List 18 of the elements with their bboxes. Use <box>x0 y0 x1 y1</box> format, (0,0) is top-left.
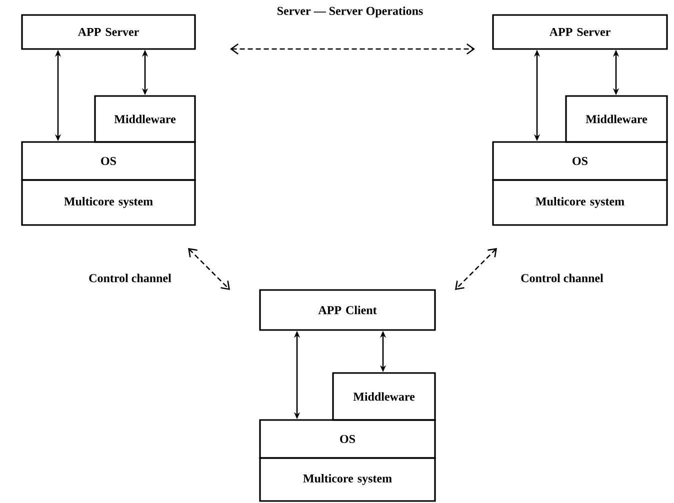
layer-box: Multicore system <box>259 457 436 502</box>
layer-box: APP Server <box>492 14 668 50</box>
layer-box: APP Client <box>259 289 436 331</box>
layer-box: OS <box>21 141 196 181</box>
layer-box: Multicore system <box>21 179 196 226</box>
edge-label: Server — Server Operations <box>276 6 424 18</box>
layer-box: OS <box>259 419 436 459</box>
layer-box: Middleware <box>332 372 436 421</box>
arrow <box>455 248 498 290</box>
layer-box: OS <box>492 141 668 181</box>
arrow <box>230 43 475 55</box>
layer-box: Middleware <box>94 95 196 143</box>
edge-label: Control channel <box>520 272 604 284</box>
layer-box: APP Server <box>21 14 196 50</box>
edge-label: Control channel <box>88 272 172 284</box>
layer-box: Multicore system <box>492 179 668 226</box>
layer-box: Middleware <box>565 95 668 143</box>
arrow <box>188 248 230 290</box>
